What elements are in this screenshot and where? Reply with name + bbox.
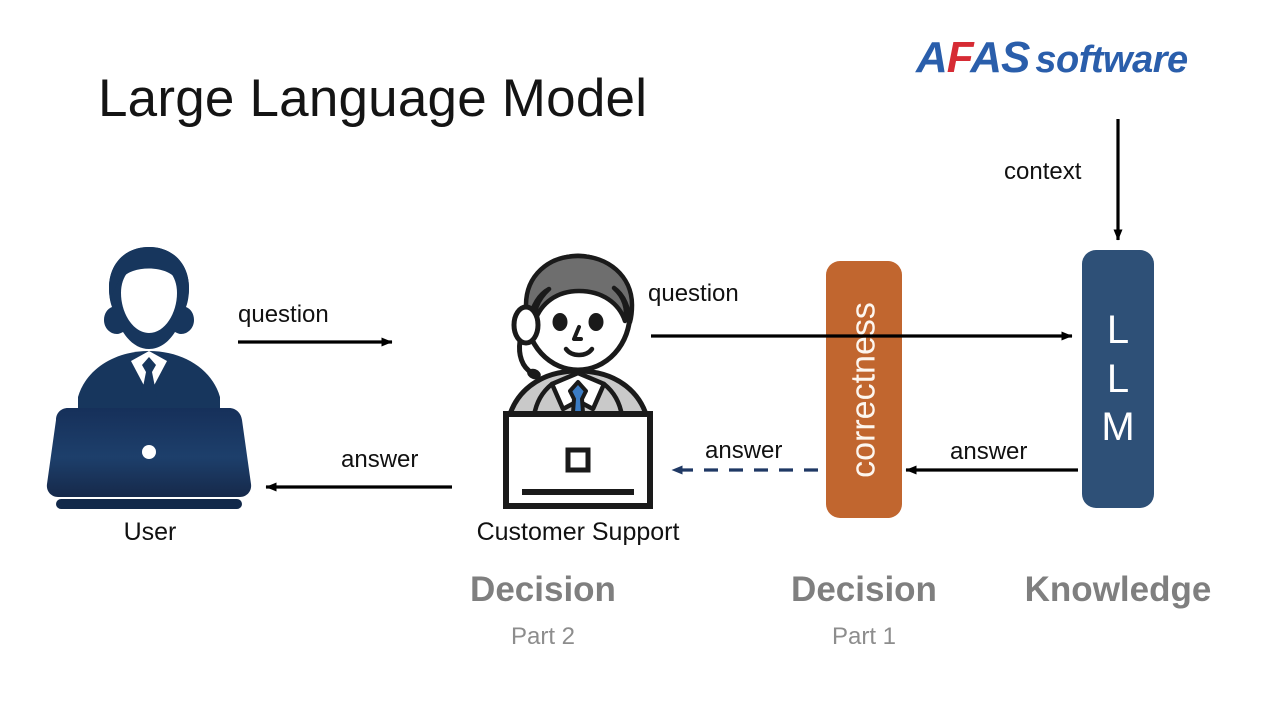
llm-letter-1: L — [1106, 307, 1130, 352]
correctness-box[interactable]: correctness — [826, 261, 902, 518]
logo-letter-a2: A — [970, 33, 1002, 82]
user-laptop-icon — [46, 247, 252, 509]
user-caption: User — [123, 518, 177, 546]
label-context: context — [1004, 158, 1082, 185]
logo-letter-f: F — [946, 33, 971, 82]
phase-decision-part2-subtitle: Part 2 — [510, 623, 576, 650]
label-question-user-support: question — [238, 301, 329, 328]
support-caption: Customer Support — [476, 518, 680, 546]
label-answer-support-user: answer — [341, 446, 419, 473]
support-agent-headset-icon — [503, 253, 653, 509]
logo-letter-s: S — [1001, 33, 1030, 82]
label-question-support-llm: question — [648, 280, 739, 307]
llm-letter-2: L — [1106, 356, 1130, 401]
phase-knowledge-title: Knowledge — [1024, 570, 1212, 609]
phase-decision-part1-title: Decision — [791, 570, 937, 609]
label-answer-llm-correctness: answer — [950, 438, 1028, 465]
logo-word-software: software — [1035, 39, 1188, 81]
phase-decision-part1-subtitle: Part 1 — [831, 623, 897, 650]
llm-box[interactable]: L L M — [1082, 250, 1154, 508]
phase-decision-part2-title: Decision — [470, 570, 616, 609]
llm-letter-3: M — [1101, 405, 1135, 450]
page-title: Large Language Model — [98, 69, 648, 128]
label-answer-correctness-support: answer — [705, 437, 783, 464]
logo-letter-a1: A — [916, 33, 948, 82]
